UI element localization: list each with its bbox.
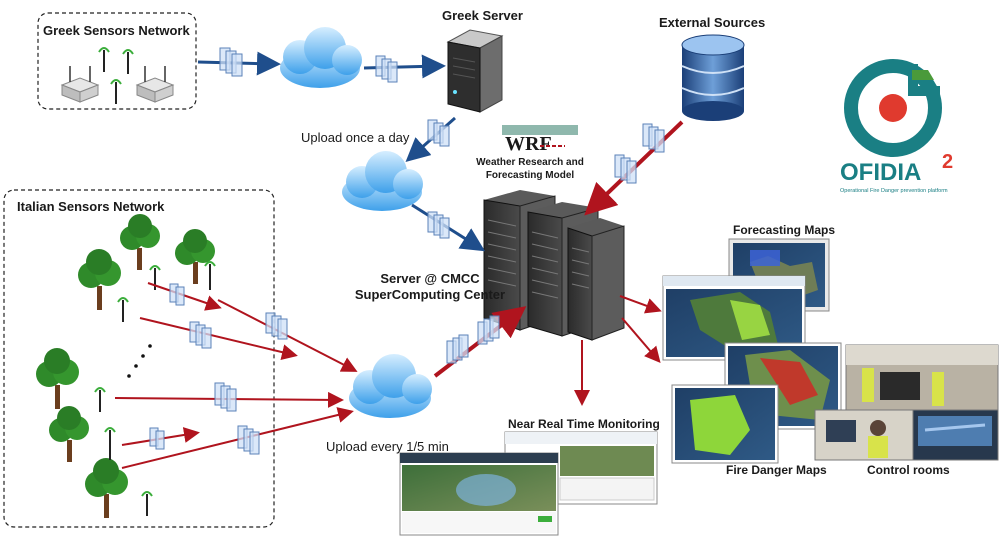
cloud-icon: [280, 27, 362, 88]
wifi-antenna-icon: [99, 264, 211, 516]
control-room-photo: [814, 409, 914, 461]
ofidia-logo: OFIDIA 2 Operational Fire Danger prevent…: [840, 59, 953, 194]
ofidia-logo-name: OFIDIA: [840, 159, 921, 186]
tree-sensor-icon: [36, 348, 79, 409]
near-real-time-screenshot: [399, 452, 559, 536]
server-label-line1: Server @ CMCC: [380, 271, 480, 286]
cloud-icon: [342, 151, 423, 211]
server-label-line2: SuperComputing Center: [355, 287, 505, 302]
greek-server-label: Greek Server: [442, 8, 523, 23]
external-sources-label: External Sources: [659, 15, 765, 30]
greek-network-box: [37, 12, 197, 110]
italian-network-label: Italian Sensors Network: [17, 199, 165, 214]
control-rooms-label: Control rooms: [867, 463, 950, 477]
wrf-caption-line1: Weather Research and: [476, 157, 584, 168]
cloud-icon: [349, 354, 432, 418]
wifi-antenna-icon: [122, 49, 134, 74]
forecasting-maps-label: Forecasting Maps: [733, 223, 835, 237]
control-room-photo: [845, 344, 999, 414]
greek-router-icon: [60, 66, 100, 103]
greek-server-icon: [446, 29, 504, 113]
near-real-time-label: Near Real Time Monitoring: [508, 417, 660, 431]
wrf-logo-text: WRF: [505, 133, 552, 155]
data-packet-icon: [149, 47, 665, 455]
wifi-signal-icon: [94, 261, 216, 497]
tree-sensor-icon: [49, 406, 89, 462]
ofidia-logo-superscript: 2: [942, 151, 953, 173]
control-room-photo: [912, 409, 999, 461]
italian-network-box: [3, 189, 275, 528]
supercomputer-rack-icon: [483, 190, 625, 341]
ofidia-logo-tagline: Operational Fire Danger prevention platf…: [840, 188, 948, 194]
fire-danger-screenshot: [671, 384, 779, 464]
tree-sensor-icon: [85, 458, 128, 518]
ellipsis-dots: [127, 344, 152, 378]
wifi-antenna-icon: [98, 47, 110, 72]
tree-sensor-icon: [175, 229, 215, 284]
wifi-antenna-icon: [110, 79, 122, 104]
tree-sensor-icon: [120, 214, 160, 270]
greek-network-label: Greek Sensors Network: [43, 23, 190, 38]
upload-daily-label: Upload once a day: [301, 130, 410, 145]
database-icon: [681, 34, 745, 121]
tree-sensor-icon: [78, 249, 121, 310]
wrf-caption-line2: Forecasting Model: [486, 170, 575, 181]
fire-danger-maps-label: Fire Danger Maps: [726, 463, 827, 477]
upload-frequent-label: Upload every 1/5 min: [326, 439, 449, 454]
greek-router-icon: [135, 66, 175, 103]
wrf-logo: WRF: [502, 125, 578, 155]
